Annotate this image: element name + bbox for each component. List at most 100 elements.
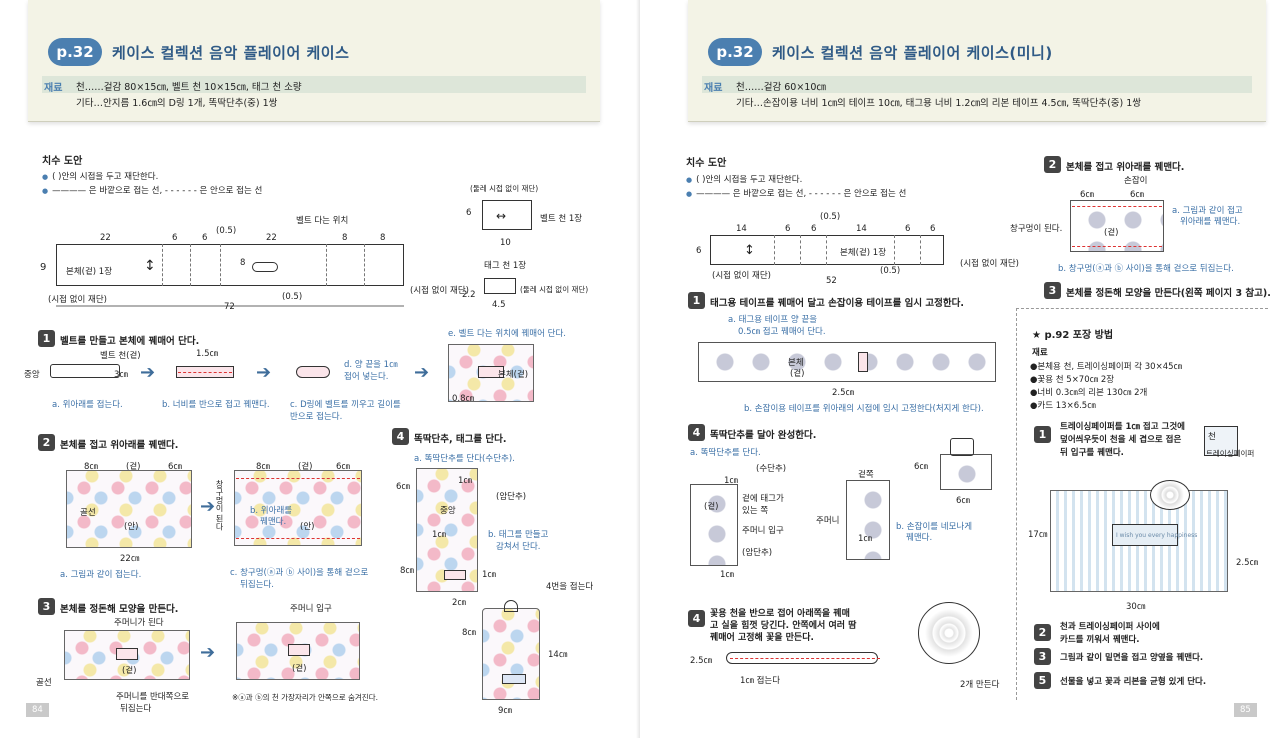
w25-label: 2.5㎝ [832,388,855,398]
six-cm-a: 6㎝ [1080,190,1094,200]
page-title: 케이스 컬렉션 음악 플레이어 케이스 [112,44,350,62]
note-lines: ———— 은 바깥으로 접는 선, - - - - - - 은 안으로 접는 선 [686,187,906,199]
pkg-item-1: ●본체용 천, 트레이싱페이퍼 각 30×45㎝ [1030,362,1183,372]
belt-width: 10 [500,238,511,248]
pocket-label: 주머니 [816,516,840,526]
step-1b: b. 너비를 반으로 접고 꿰맨다. [162,400,270,410]
in-label: (안) [300,522,315,532]
step-4b-b: 감쳐서 단다. [496,542,541,552]
fold-1cm: 1㎝ 접는다 [740,676,781,686]
step-4b-line3: 꿰매어 고정해 꽃을 만든다. [710,633,814,643]
right-page: p.32 케이스 컬렉션 음악 플레이어 케이스(미니) 재료 천……겉감 60… [640,0,1280,738]
step-3-badge: 3 [1044,282,1061,299]
step-2-badge: 2 [1044,156,1061,173]
page-number: 85 [1234,703,1257,717]
step-1d-b: 접어 넣는다. [344,372,389,382]
materials-label: 재료 [44,83,63,94]
make-two: 2개 만든다 [960,680,1000,690]
stitch-line [178,372,232,373]
finished-mini-case [940,454,992,490]
dim-height: 9 [40,262,47,273]
pkg-step-5-badge: 5 [1034,672,1051,689]
outside-label: 겉쪽 [858,470,874,480]
d-ring-icon [504,600,518,612]
step-4-title: 똑딱단추를 달아 완성한다. [710,430,817,441]
center-label: 중앙 [440,506,456,516]
pkg-step-3: 그림과 같이 밑면을 접고 양옆을 꿰맨다. [1060,653,1204,663]
eight-cm: 8㎝ [400,566,414,576]
pkg-step-5: 선물을 넣고 꽃과 리본을 균형 있게 단다. [1060,677,1207,687]
step-2b-b: 꿰맨다. [260,517,287,527]
case-body [690,484,738,566]
stitch-top [236,478,360,479]
step-2a-a: a. 그림과 같이 접고 [1172,206,1243,216]
step-4b-a: b. 태그를 만들고 [488,530,549,540]
step-1a: a. 위아래를 접는다. [52,400,123,410]
dim-6: 6 [930,224,936,234]
case-outside [846,480,890,560]
tag-no-seam: (둘레 시접 없이 재단) [520,285,589,294]
dim-22: 22 [100,233,111,243]
grain-arrow-icon: ↕ [144,258,156,274]
two-cm: 2㎝ [452,598,466,608]
dim-14: 14 [736,224,747,234]
step-2-badge: 2 [38,434,55,451]
w30-label: 30㎝ [1126,602,1146,612]
packaging-title: ★ p.92 포장 방법 [1032,330,1114,341]
one-cm: 1㎝ [458,476,472,486]
eight-cm: 8㎝ [256,462,270,472]
message-card [1112,524,1178,546]
out-label: (겉) [126,462,141,472]
fold-line [220,244,221,286]
step-1a-b: 0.5㎝ 접고 꿰매어 단다. [738,327,826,337]
case-fabric [416,468,478,592]
tag-side-a: 겉에 태그가 [742,494,784,504]
tag-side-b: 있는 쪽 [742,506,769,516]
dim-22: 22 [266,233,277,243]
total-length: 52 [826,276,837,286]
total-length: 72 [224,302,235,312]
pocket-mouth-label: 주머니 입구 [290,604,332,614]
three-cm: 3㎝ [114,370,128,380]
step-1a-a: a. 태그용 테이프 양 끝을 [728,315,818,325]
pocket-mouth: 주머니 입구 [742,526,784,536]
materials-fabric: 천……겉감 60×10㎝ [736,82,826,93]
width-15: 1.5㎝ [196,349,219,359]
step-1-title: 벨트를 만들고 본체에 꿰매어 단다. [60,336,200,347]
arrow-right-icon: ➔ [200,642,216,663]
fold-line [190,244,191,286]
dims-title: 치수 도안 [42,156,83,167]
belt-cloth-label: 벨트 천(겉) [100,351,141,361]
fold-line [894,235,895,265]
arrow-right-icon: ➔ [200,496,216,517]
six-cm-b: 6㎝ [1130,190,1144,200]
stitch-bottom [1072,246,1162,247]
step-1-badge: 1 [688,292,705,309]
tag-tape [858,352,868,372]
fold-line-label: 골선 [80,508,96,518]
out-label: (겉) [292,664,307,674]
body-out-label: (겉) [790,369,805,379]
seam-allowance: (0.5) [216,226,237,236]
left-page: p.32 케이스 컬렉션 음악 플레이어 케이스 재료 천……겉감 80×15㎝… [0,0,640,738]
seam-allowance: (0.5) [820,212,841,222]
out-label: (겉) [1104,228,1119,238]
handle-label: 손잡이 [1124,176,1148,186]
fold-line [364,244,365,286]
dimension-line [56,305,404,307]
tag-on-case [502,674,526,684]
dim-8: 8 [342,233,348,243]
fold-line [920,235,921,265]
right-header: p.32 케이스 컬렉션 음악 플레이어 케이스(미니) 재료 천……겉감 60… [688,0,1266,122]
step-4b-a: b. 손잡이를 네모나게 [896,522,973,532]
step-3-badge: 3 [38,598,55,615]
tag-height: 2.2 [462,290,476,300]
tracing-label: 트레이싱페이퍼 [1206,449,1255,458]
step-4-badge: 4 [688,424,705,441]
dim-6: 6 [172,233,178,243]
pkg-step-1-badge: 1 [1034,426,1051,443]
body-label: 본체 [788,358,804,368]
body-pattern [56,244,404,286]
out-label: (겉) [704,502,719,512]
note-lines: ———— 은 바깥으로 접는 선, - - - - - - 은 안으로 접는 선 [42,184,262,196]
